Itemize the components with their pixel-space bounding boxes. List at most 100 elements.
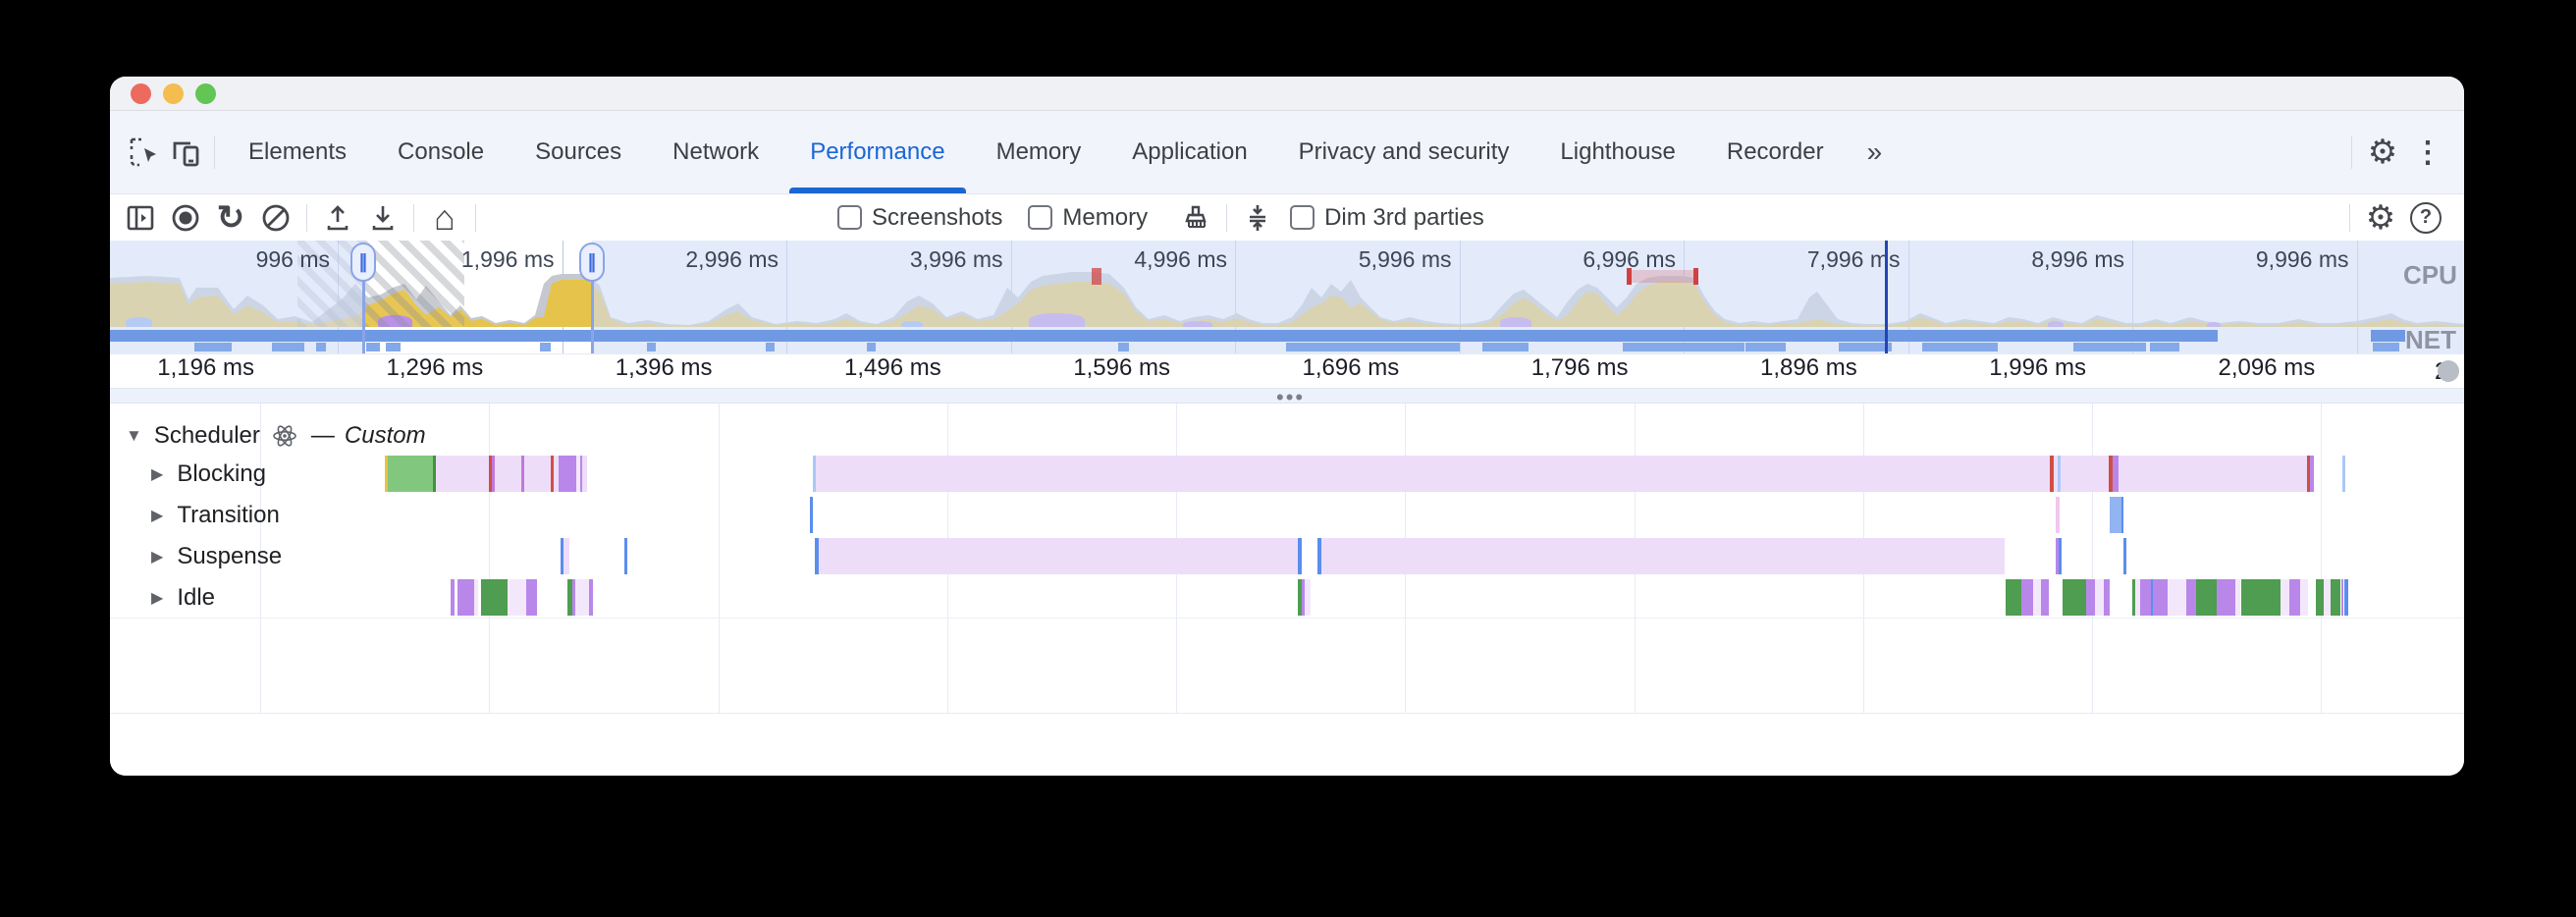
download-profile-icon[interactable] <box>360 198 405 238</box>
live-metrics-home-icon[interactable]: ⌂ <box>434 196 456 238</box>
timeline-bar-segment-blocking[interactable] <box>433 456 436 492</box>
close-window-button[interactable] <box>131 83 151 104</box>
timeline-bar-segment-transition[interactable] <box>810 497 813 533</box>
timeline-bar-segment-idle[interactable] <box>2331 579 2340 616</box>
more-tabs-button[interactable]: » <box>1866 136 1883 167</box>
timeline-bar-segment-idle[interactable] <box>2135 579 2140 616</box>
timeline-bar-segment-idle[interactable] <box>2168 579 2186 616</box>
upload-profile-icon[interactable] <box>315 198 360 238</box>
record-and-reload-icon[interactable]: ↻ <box>216 198 245 237</box>
timeline-bar-segment-blocking[interactable] <box>495 456 521 492</box>
timeline-bar-segment-transition[interactable] <box>2056 497 2060 533</box>
track-row-label-suspense[interactable]: ▶Suspense <box>151 537 406 576</box>
timeline-bar-segment-blocking[interactable] <box>551 456 554 492</box>
timeline-bar-segment-blocking[interactable] <box>2061 456 2109 492</box>
timeline-bar-segment-idle[interactable] <box>2316 579 2324 616</box>
track-row-label-blocking[interactable]: ▶Blocking <box>151 455 406 494</box>
timeline-bar-segment-idle[interactable] <box>575 579 589 616</box>
timeline-bar-segment-idle[interactable] <box>2132 579 2135 616</box>
tab-network[interactable]: Network <box>672 138 760 165</box>
timeline-bar-segment-idle[interactable] <box>2217 579 2235 616</box>
expand-row-icon[interactable]: ▶ <box>151 466 164 483</box>
timeline-bar-segment-suspense[interactable] <box>2059 538 2062 574</box>
timeline-bar-segment-blocking[interactable] <box>385 456 388 492</box>
track-row-label-idle[interactable]: ▶Idle <box>151 578 406 618</box>
timeline-bar-segment-blocking[interactable] <box>2058 456 2061 492</box>
timeline-bar-segment-suspense[interactable] <box>1321 538 2005 574</box>
timeline-bar-segment-idle[interactable] <box>589 579 593 616</box>
tab-lighthouse[interactable]: Lighthouse <box>1560 138 1676 165</box>
window-titlebar[interactable] <box>110 77 2464 111</box>
timeline-bar-segment-idle[interactable] <box>451 579 455 616</box>
track-header-scheduler[interactable]: ▼ Scheduler — Custom <box>126 420 426 452</box>
collapse-track-icon[interactable]: ▼ <box>126 426 142 445</box>
timeline-bar-segment-idle[interactable] <box>474 579 478 616</box>
timeline-bar-segment-suspense[interactable] <box>819 538 1298 574</box>
timeline-bar-segment-blocking[interactable] <box>2050 456 2054 492</box>
timeline-bar-segment-suspense[interactable] <box>561 538 564 574</box>
timeline-bar-segment-idle[interactable] <box>2021 579 2033 616</box>
timeline-bar-segment-blocking[interactable] <box>816 456 2050 492</box>
timeline-bar-segment-idle[interactable] <box>2235 579 2240 616</box>
tab-application[interactable]: Application <box>1132 138 1248 165</box>
timeline-bar-segment-blocking[interactable] <box>492 456 495 492</box>
kebab-menu-icon[interactable]: ⋮ <box>2413 135 2442 169</box>
record-icon[interactable] <box>163 198 208 238</box>
track-row-label-transition[interactable]: ▶Transition <box>151 496 406 535</box>
timeline-bar-segment-idle[interactable] <box>2063 579 2086 616</box>
timeline-bar-segment-blocking[interactable] <box>2310 456 2314 492</box>
tab-sources[interactable]: Sources <box>535 138 622 165</box>
timeline-bar-segment-idle[interactable] <box>572 579 575 616</box>
timeline-bar-segment-idle[interactable] <box>2289 579 2300 616</box>
timeline-bar-segment-blocking[interactable] <box>2113 456 2119 492</box>
tab-console[interactable]: Console <box>398 138 485 165</box>
timeline-bar-segment-blocking[interactable] <box>813 456 816 492</box>
tab-memory[interactable]: Memory <box>995 138 1082 165</box>
clear-icon[interactable] <box>253 198 298 238</box>
timeline-bar-segment-transition[interactable] <box>2110 497 2121 533</box>
dim-3rd-parties-checkbox[interactable] <box>1290 205 1315 230</box>
compress-collapse-icon[interactable] <box>1235 198 1280 238</box>
timeline-bar-segment-blocking[interactable] <box>388 456 433 492</box>
flame-chart-area[interactable]: ▶Blocking▶Transition▶Suspense▶Idle ▼ Sch… <box>110 404 2464 714</box>
timeline-bar-segment-suspense[interactable] <box>624 538 627 574</box>
timeline-bar-segment-blocking[interactable] <box>580 456 582 492</box>
timeline-bar-segment-blocking[interactable] <box>489 456 492 492</box>
timeline-bar-segment-idle[interactable] <box>2033 579 2041 616</box>
playhead-line[interactable] <box>1885 241 1888 353</box>
timeline-bar-segment-blocking[interactable] <box>524 456 551 492</box>
toggle-sidebar-panel-icon[interactable] <box>118 198 163 238</box>
timeline-bar-segment-blocking[interactable] <box>2342 456 2345 492</box>
timeline-bar-segment-idle[interactable] <box>2151 579 2153 616</box>
timeline-bar-segment-idle[interactable] <box>2140 579 2151 616</box>
screenshots-checkbox-group[interactable]: Screenshots <box>837 204 1002 232</box>
tab-recorder[interactable]: Recorder <box>1726 138 1824 165</box>
zoom-window-button[interactable] <box>195 83 216 104</box>
timeline-bar-segment-blocking[interactable] <box>559 456 576 492</box>
timeline-bar-segment-suspense[interactable] <box>815 538 819 574</box>
timeline-bar-segment-idle[interactable] <box>567 579 572 616</box>
timeline-bar-segment-blocking[interactable] <box>582 456 587 492</box>
toggle-device-toolbar-icon[interactable] <box>165 132 206 173</box>
timeline-bar-segment-idle[interactable] <box>2324 579 2331 616</box>
timeline-bar-segment-idle[interactable] <box>2344 579 2348 616</box>
panel-resize-divider[interactable]: ••• <box>110 385 2464 409</box>
tab-privacy-and-security[interactable]: Privacy and security <box>1298 138 1510 165</box>
timeline-bar-segment-idle[interactable] <box>2186 579 2196 616</box>
timeline-bar-segment-idle[interactable] <box>2241 579 2281 616</box>
screenshots-checkbox[interactable] <box>837 205 862 230</box>
timeline-bar-segment-idle[interactable] <box>2341 579 2343 616</box>
timeline-bar-segment-blocking[interactable] <box>2307 456 2310 492</box>
timeline-bar-segment-idle[interactable] <box>2153 579 2168 616</box>
timeline-bar-segment-idle[interactable] <box>2281 579 2289 616</box>
capture-settings-gear-icon[interactable]: ⚙ <box>2365 198 2396 237</box>
timeline-bar-segment-idle[interactable] <box>481 579 508 616</box>
timeline-bar-segment-idle[interactable] <box>457 579 474 616</box>
timeline-bar-segment-idle[interactable] <box>2086 579 2095 616</box>
timeline-bar-segment-idle[interactable] <box>526 579 537 616</box>
timeline-bar-segment-blocking[interactable] <box>436 456 489 492</box>
expand-row-icon[interactable]: ▶ <box>151 549 164 566</box>
timeline-bar-segment-idle[interactable] <box>2041 579 2049 616</box>
